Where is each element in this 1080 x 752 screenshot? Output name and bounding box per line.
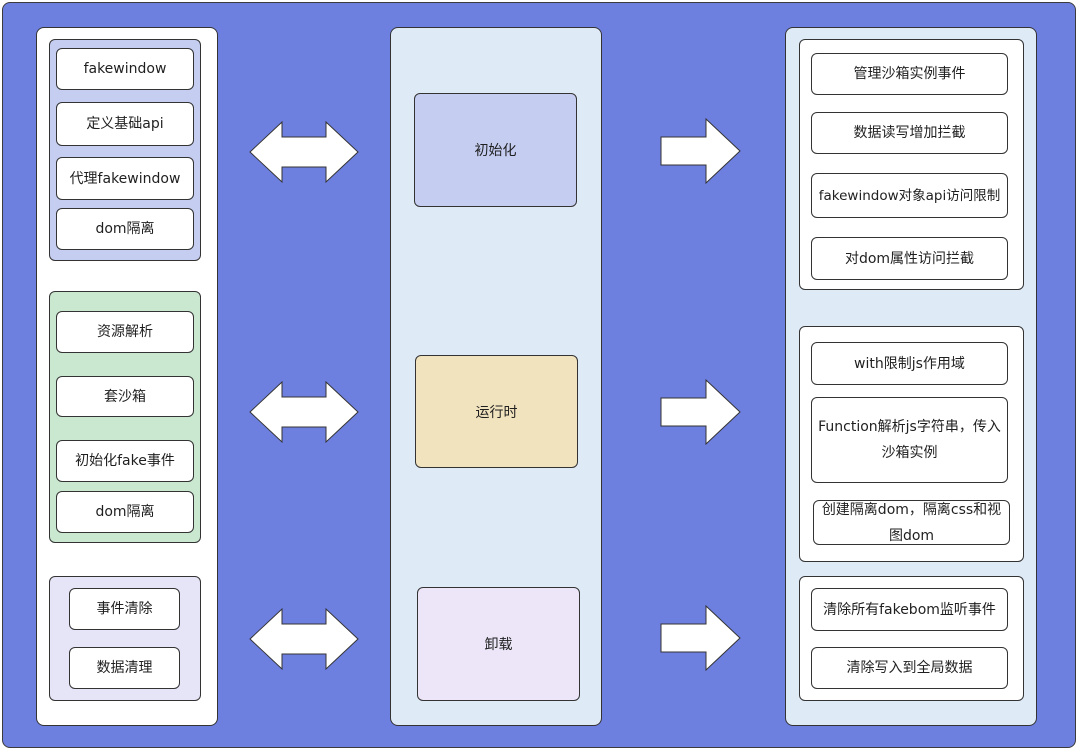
right-init-item: 数据读写增加拦截	[811, 112, 1008, 154]
left-unload-item: 数据清理	[69, 647, 180, 689]
left-init-item: 代理fakewindow	[56, 157, 194, 200]
right-runtime-item: Function解析js字符串，传入沙箱实例	[811, 397, 1008, 483]
right-init-item: fakewindow对象api访问限制	[811, 173, 1008, 218]
right-arrow-icon	[660, 379, 741, 445]
right-unload-item: 清除写入到全局数据	[811, 647, 1008, 689]
phase-init: 初始化	[414, 93, 577, 207]
double-arrow-icon	[249, 380, 359, 444]
left-init-item: 定义基础api	[56, 102, 194, 146]
phase-unload: 卸载	[417, 587, 580, 701]
double-arrow-icon	[249, 120, 359, 184]
left-init-item: fakewindow	[56, 48, 194, 90]
right-arrow-icon	[660, 605, 741, 671]
right-runtime-item: with限制js作用域	[811, 342, 1008, 385]
phase-runtime: 运行时	[415, 355, 578, 468]
left-run-item: 套沙箱	[56, 376, 194, 417]
left-unload-item: 事件清除	[69, 588, 180, 630]
left-init-item: dom隔离	[56, 208, 194, 250]
double-arrow-icon	[249, 607, 359, 671]
right-runtime-item: 创建隔离dom，隔离css和视图dom	[813, 500, 1010, 545]
left-run-item: 初始化fake事件	[56, 440, 194, 482]
right-arrow-icon	[660, 118, 741, 184]
left-run-item: 资源解析	[56, 311, 194, 353]
right-init-item: 管理沙箱实例事件	[811, 53, 1008, 95]
right-unload-item: 清除所有fakebom监听事件	[811, 588, 1008, 631]
right-init-item: 对dom属性访问拦截	[811, 237, 1008, 280]
left-run-item: dom隔离	[56, 491, 194, 533]
